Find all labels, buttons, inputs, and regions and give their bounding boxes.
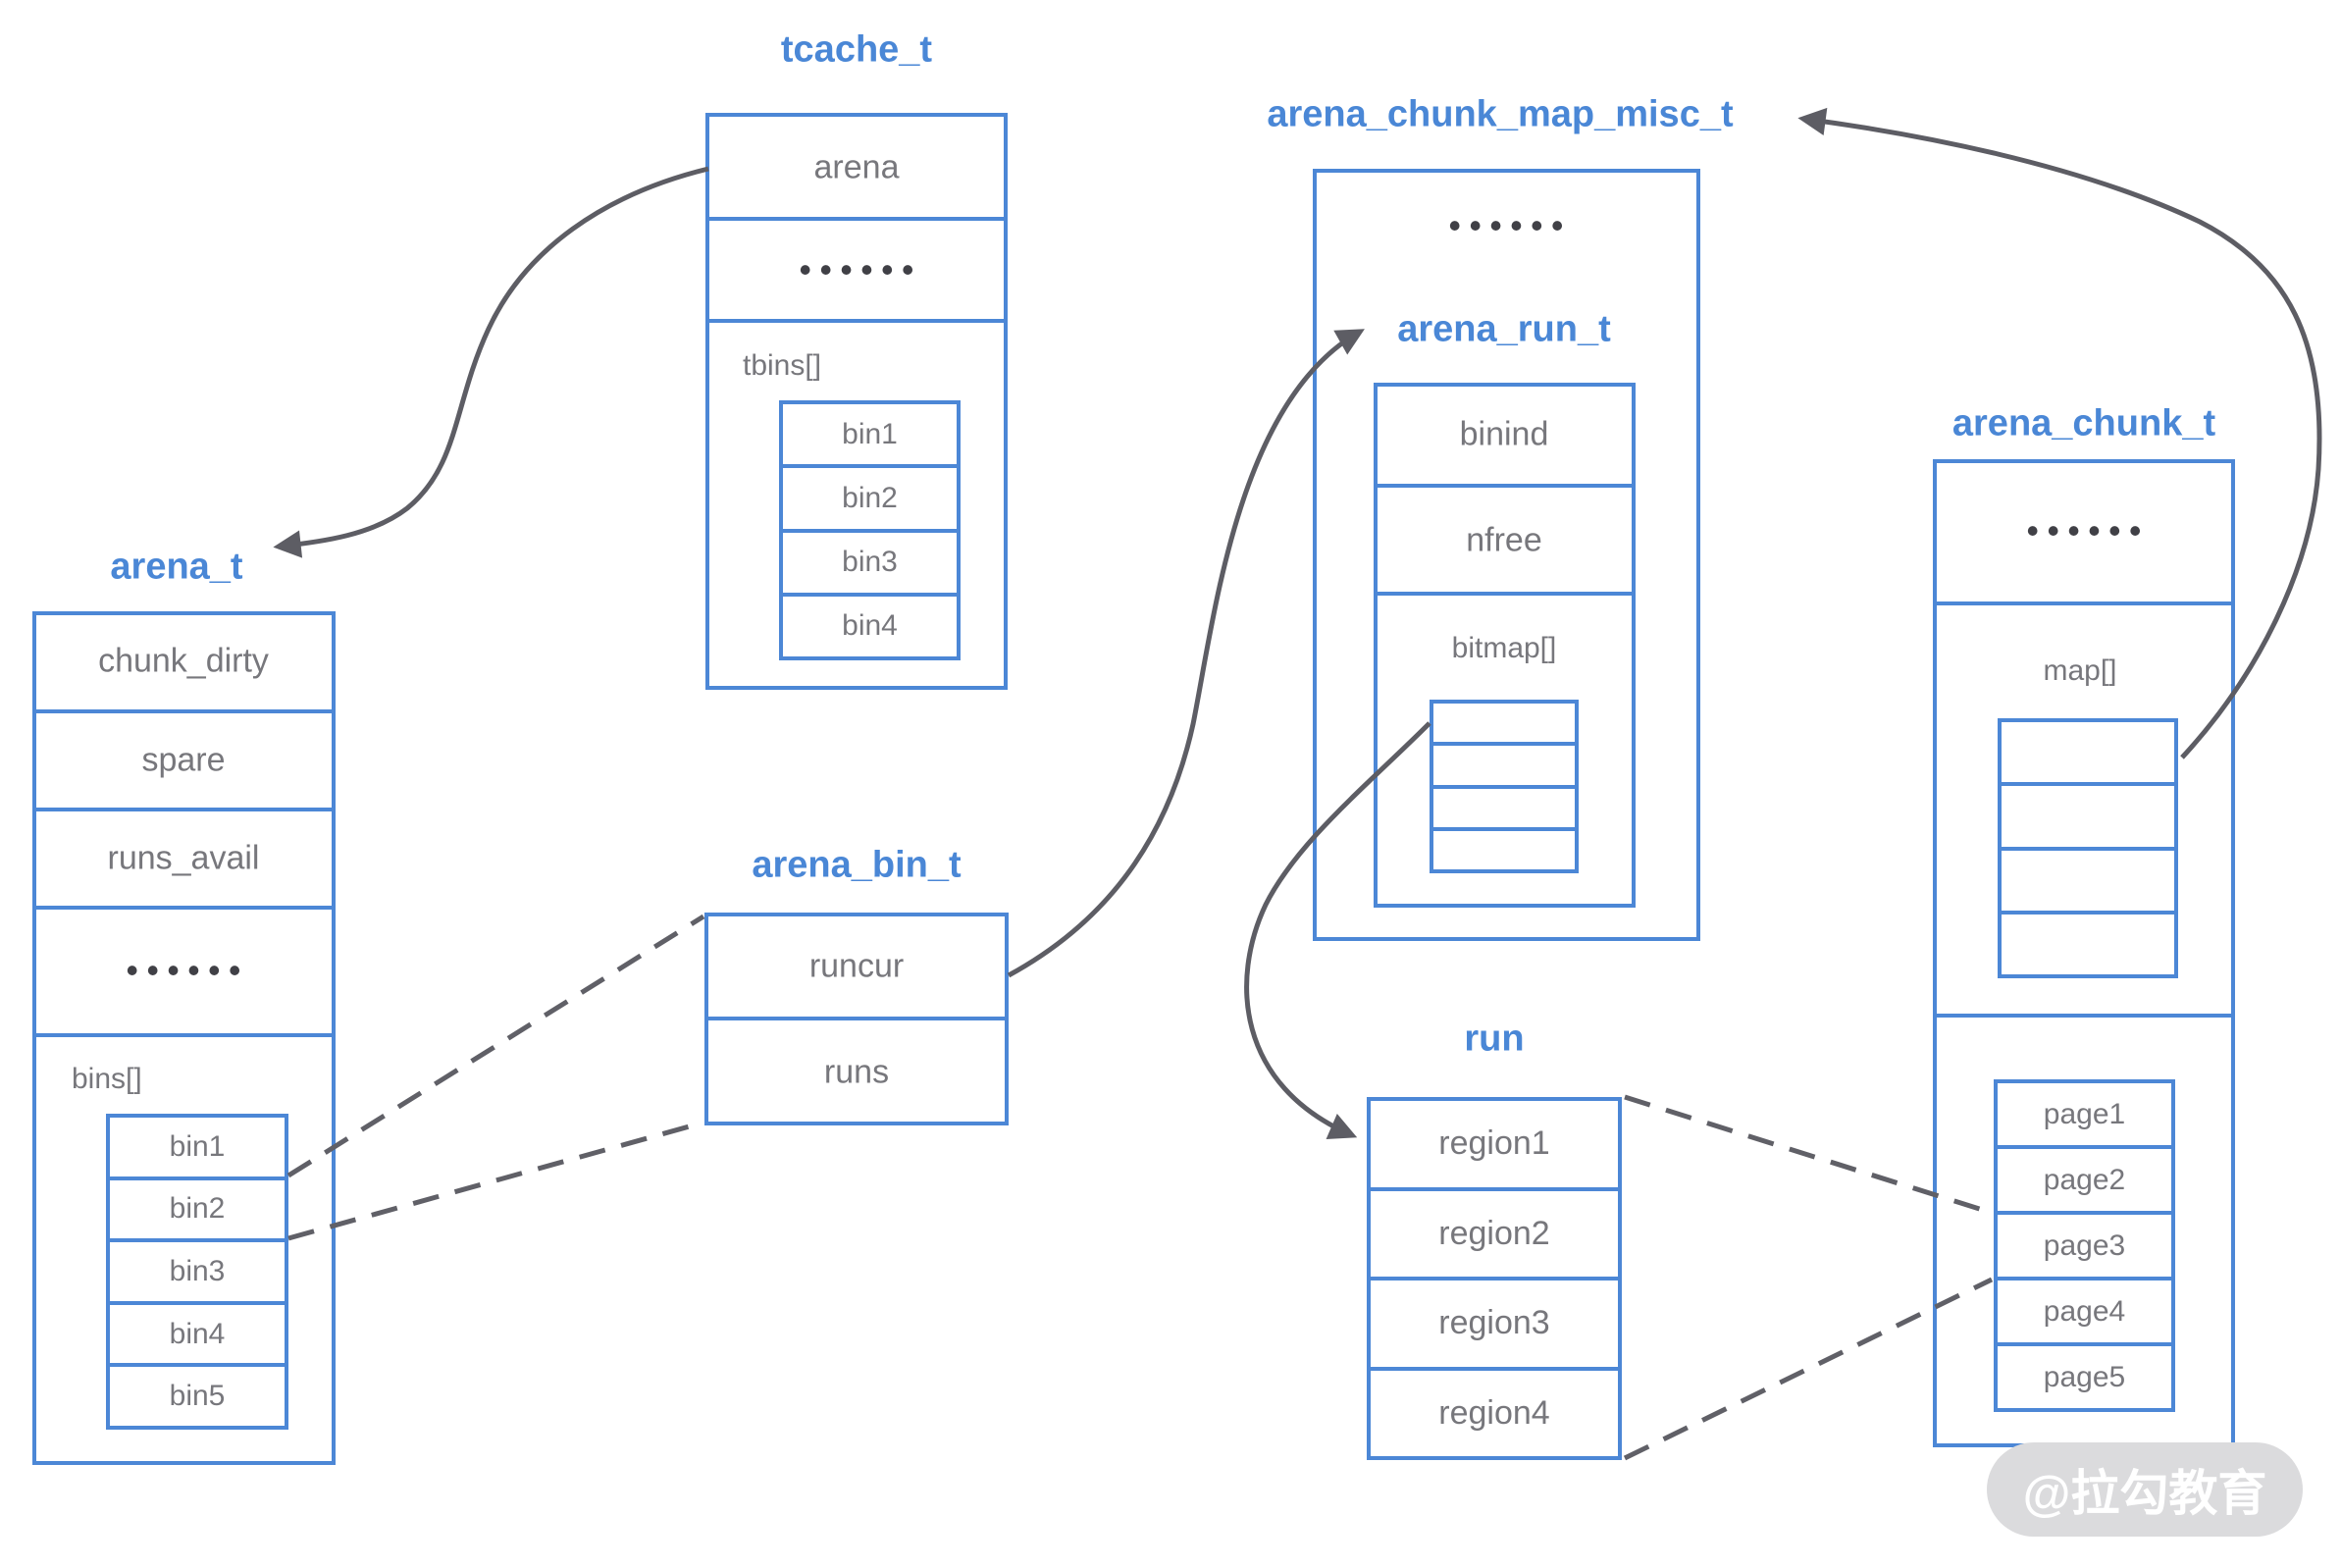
arena-title: arena_t	[110, 546, 243, 588]
arena-field-runs-avail: runs_avail	[107, 839, 260, 877]
arena-divider-1	[32, 709, 336, 713]
arena-bin-row: bin3	[110, 1242, 285, 1305]
map-box	[1998, 718, 2178, 978]
arena-field-spare: spare	[141, 741, 226, 779]
arrow-runcur-to-arena-run-t	[1007, 329, 1365, 978]
tcache-bin-row: bin1	[783, 404, 957, 469]
arena-ellipsis: ••••••	[126, 952, 250, 990]
page-row: page5	[2043, 1360, 2126, 1393]
page-row: page3	[1998, 1215, 2171, 1281]
tcache-bin-row: bin2	[783, 468, 957, 533]
page-row: page1	[1998, 1083, 2171, 1149]
arena-chunk-title: arena_chunk_t	[1951, 402, 2216, 444]
arena-run-field-nfree: nfree	[1466, 521, 1542, 559]
run-box: region1 region2 region3 region4	[1367, 1097, 1622, 1460]
tcache-field-arena: arena	[813, 148, 900, 186]
arena-bin-title: arena_bin_t	[752, 844, 962, 886]
bitmap-cell	[1433, 746, 1575, 789]
tcache-tbins-label: tbins[]	[743, 349, 822, 382]
arena-divider-2	[32, 808, 336, 811]
arena-run-divider-2	[1374, 592, 1636, 596]
chunk-map-misc-title: arena_chunk_map_misc_t	[1267, 93, 1734, 135]
dashed-bin1-to-arena-bin-top	[286, 914, 705, 1178]
bitmap-cell	[1433, 789, 1575, 831]
tcache-bins-box: bin1 bin2 bin3 bin4	[779, 400, 961, 660]
arena-field-chunk-dirty: chunk_dirty	[98, 642, 269, 680]
watermark-badge: @拉勾教育	[1987, 1442, 2303, 1537]
arena-bins-label: bins[]	[72, 1063, 142, 1095]
map-cell	[2002, 851, 2174, 915]
tcache-bin-row: bin3	[783, 533, 957, 597]
arena-bins-box: bin1 bin2 bin3 bin4 bin5	[106, 1114, 288, 1430]
run-region-row: region3	[1371, 1281, 1618, 1371]
run-region-row: region2	[1371, 1191, 1618, 1281]
arena-divider-3	[32, 906, 336, 910]
arena-run-title: arena_run_t	[1397, 308, 1611, 350]
tcache-title: tcache_t	[780, 28, 933, 71]
page-row: page4	[1998, 1281, 2171, 1346]
dashed-bin2-to-arena-bin-bottom	[287, 1120, 704, 1241]
arena-bin-row: bin2	[110, 1180, 285, 1243]
arena-bin-field-runcur: runcur	[808, 947, 905, 985]
bitmap-label: bitmap[]	[1451, 632, 1557, 664]
arena-chunk-ellipsis: ••••••	[2026, 512, 2151, 550]
arena-bin-divider	[704, 1017, 1009, 1020]
tcache-ellipsis: ••••••	[799, 251, 923, 289]
arrow-tcache-arena-to-arena-t	[273, 166, 709, 558]
map-cell	[2002, 786, 2174, 851]
tcache-divider-1	[705, 217, 1008, 221]
bitmap-cell	[1433, 704, 1575, 747]
tcache-bin-row: bin4	[842, 609, 898, 643]
arena-divider-4	[32, 1033, 336, 1037]
bitmap-cell	[1433, 831, 1575, 869]
arena-run-divider-1	[1374, 484, 1636, 488]
map-cell	[2002, 915, 2174, 974]
run-region-row: region4	[1438, 1393, 1550, 1432]
arena-chunk-divider-1	[1933, 601, 2235, 605]
run-title: run	[1464, 1018, 1525, 1060]
bitmap-box	[1430, 700, 1579, 873]
pages-box: page1 page2 page3 page4 page5	[1994, 1079, 2175, 1412]
chunk-map-misc-ellipsis: ••••••	[1448, 207, 1573, 245]
arena-run-field-binind: binind	[1459, 415, 1549, 453]
page-row: page2	[1998, 1149, 2171, 1215]
tcache-divider-2	[705, 319, 1008, 323]
arena-bin-row: bin4	[110, 1305, 285, 1368]
arena-bin-field-runs: runs	[823, 1053, 890, 1091]
run-region-row: region1	[1371, 1101, 1618, 1191]
arena-bin-row: bin5	[169, 1380, 226, 1413]
arena-bin-row: bin1	[110, 1118, 285, 1180]
arena-chunk-divider-2	[1933, 1014, 2235, 1018]
map-label: map[]	[2043, 654, 2117, 687]
map-cell	[2002, 722, 2174, 787]
